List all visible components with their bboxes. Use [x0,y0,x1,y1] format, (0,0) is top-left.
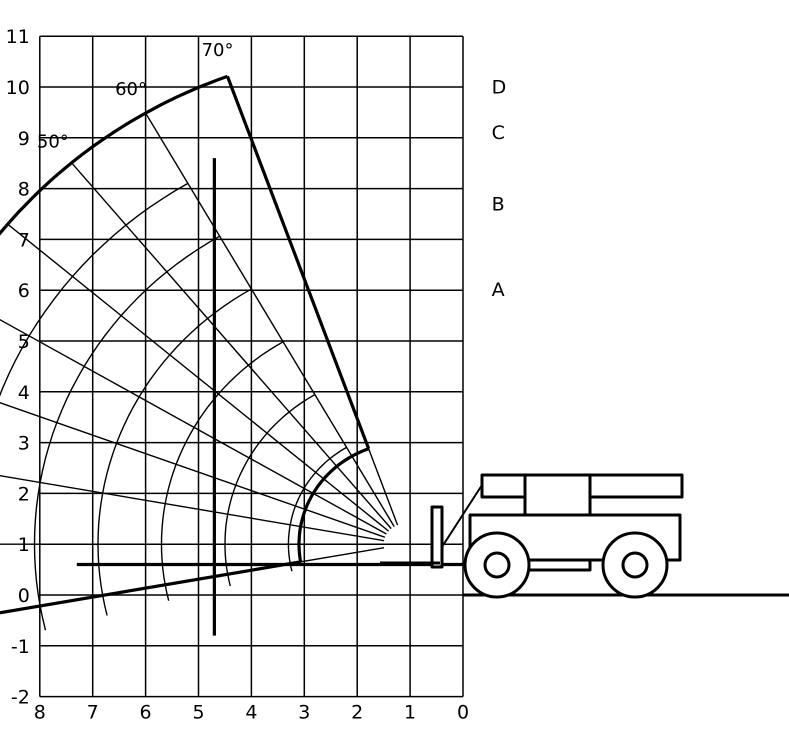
y-tick-label: -2 [11,687,30,709]
boom-angle-label: 70° [202,40,234,61]
boom-angle-line [7,223,390,532]
load-zone-label: D [492,77,507,99]
fork-arm [439,484,483,551]
fork-carriage [430,505,444,569]
y-tick-label: 2 [18,483,30,505]
reach-envelope-top [226,75,371,450]
x-tick-label: 4 [245,702,257,724]
boom-angle-label: 50° [37,131,69,152]
reach-envelope [0,74,548,636]
rear-hub [621,551,649,579]
boom-angle-line [71,162,392,530]
y-tick-label: -1 [11,636,30,658]
load-zone-label: B [492,193,505,215]
front-hub [483,551,511,579]
boom-angle-line [0,547,385,614]
load-zone-arc [33,235,221,631]
y-tick-label: 5 [18,331,30,353]
y-tick-label: 11 [6,26,30,48]
y-tick-label: 9 [18,128,30,150]
y-tick-label: 1 [18,534,30,556]
x-tick-label: 7 [87,702,99,724]
y-tick-label: 4 [18,382,30,404]
boom-angle-label: 60° [115,79,147,100]
y-tick-label: 8 [18,179,30,201]
y-tick-label: 6 [18,280,30,302]
x-tick-label: 6 [140,702,152,724]
load-zone-arc [224,393,316,587]
load-zone-label: C [492,122,505,144]
x-tick-label: 2 [351,702,363,724]
y-tick-label: 10 [6,77,30,99]
boom-angle-line [0,318,387,535]
boom-angle-label: 40° [0,196,1,217]
x-tick-label: 5 [192,702,204,724]
load-zone-arcs [0,182,347,631]
load-zone-arc [287,446,347,572]
x-tick-label: 3 [298,702,310,724]
x-tick-label: 0 [457,702,469,724]
x-tick-label: 8 [34,702,46,724]
load-zone-arc [0,182,189,397]
boom-angle-line [145,112,395,527]
reach-envelope-outer [0,74,229,236]
load-zone-arc [97,288,252,616]
telehandler-illustration [380,473,789,599]
x-tick-label: 1 [404,702,416,724]
load-zone-label: A [492,279,505,301]
y-tick-label: 3 [18,433,30,455]
reach-envelope-bottom [0,560,301,615]
boom-angle-line [0,474,385,542]
load-zone-arc [160,341,284,601]
reach-envelope-inner [297,447,370,563]
y-tick-label: 0 [18,585,30,607]
boom-angle-line [0,401,386,538]
